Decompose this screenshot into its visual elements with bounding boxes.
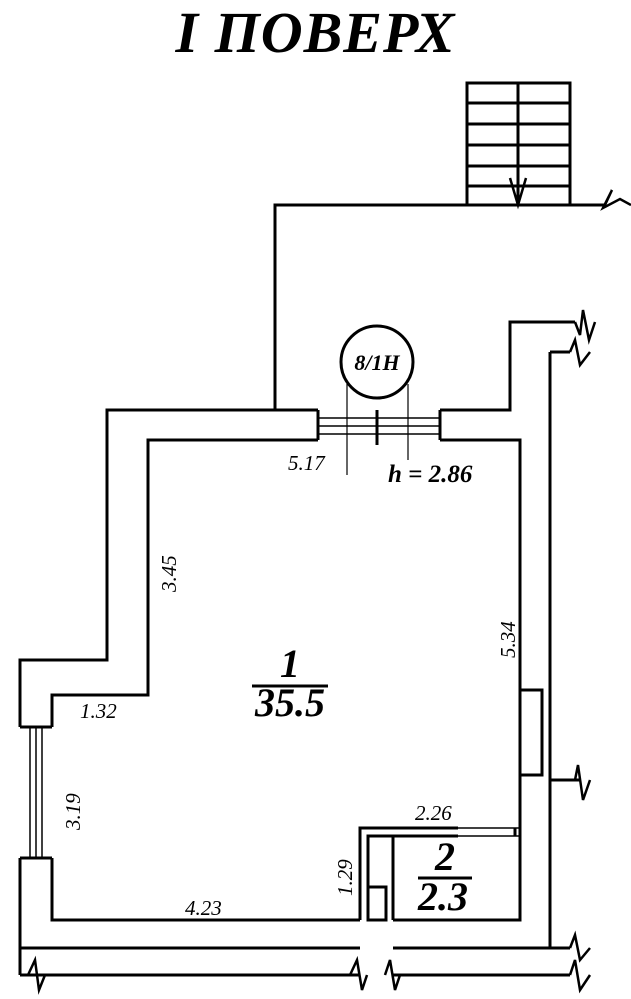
room1-number: 1 (280, 641, 300, 686)
outer-wall-top (273, 203, 605, 410)
dim-bottom-width: 4.23 (185, 896, 222, 920)
marker-circle (339, 324, 415, 400)
window-left (20, 725, 52, 860)
dim-left-upper: 3.45 (157, 555, 181, 593)
dim-left-step: 1.32 (80, 699, 117, 723)
staircase (465, 81, 572, 210)
inner-wall (50, 438, 318, 727)
dim-right-wall: 5.34 (496, 621, 520, 658)
dim-top-width: 5.17 (288, 451, 326, 475)
dim-room2-width: 2.26 (415, 801, 452, 825)
room2-area: 2.3 (417, 874, 468, 919)
floor-title: I ПОВЕРХ (175, 0, 456, 65)
entrance-door (316, 410, 442, 445)
wall-niche (518, 688, 544, 777)
marker-label: 8/1Н (354, 350, 400, 375)
dim-window-wall: 3.19 (61, 793, 85, 831)
ceiling-height: h = 2.86 (388, 461, 473, 488)
room1-area: 35.5 (254, 680, 325, 725)
dim-room2-height: 1.29 (333, 859, 357, 896)
room2-number: 2 (434, 834, 455, 879)
room2-shaft (366, 885, 388, 922)
room2-wall (358, 826, 458, 920)
outer-wall-left (18, 408, 318, 727)
